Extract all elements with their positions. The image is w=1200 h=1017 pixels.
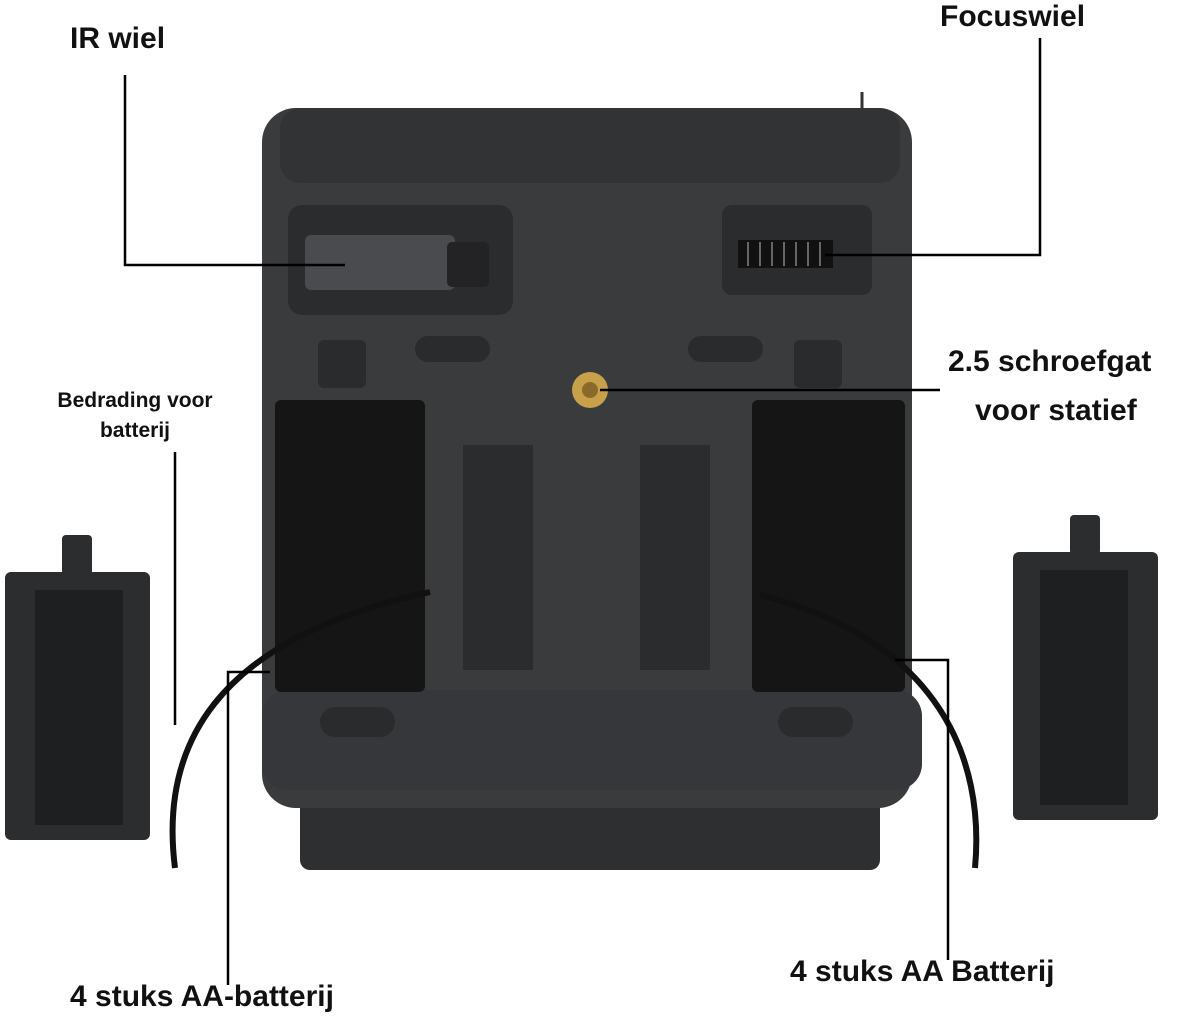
label-ir-wheel: IR wiel xyxy=(70,22,166,55)
battery-compartment-right xyxy=(752,400,905,692)
label-wiring-line2: batterij xyxy=(99,419,170,442)
leader-lines xyxy=(123,38,1042,985)
device-top xyxy=(280,108,900,183)
ir-wheel xyxy=(305,235,455,290)
label-batteries-right: 4 stuks AA Batterij xyxy=(790,955,1055,988)
battery-compartment-left xyxy=(275,400,425,692)
label-batteries-left: 4 stuks AA-batterij xyxy=(70,980,334,1013)
label-focus-wheel: Focuswiel xyxy=(940,0,1086,33)
battery-cover-left xyxy=(5,535,150,840)
label-wiring-line1: Bedrading voor xyxy=(57,389,213,412)
label-wiring: Bedrading voor batterij xyxy=(30,386,240,446)
vent-grill-right xyxy=(640,445,710,670)
battery-cover-right xyxy=(1013,515,1158,820)
label-tripod-line1: 2.5 schroefgat xyxy=(948,345,1152,378)
label-tripod-line2: voor statief xyxy=(975,394,1137,427)
focus-wheel xyxy=(738,240,833,268)
device-bottom-housing xyxy=(300,790,880,870)
vent-grill-left xyxy=(463,445,533,670)
